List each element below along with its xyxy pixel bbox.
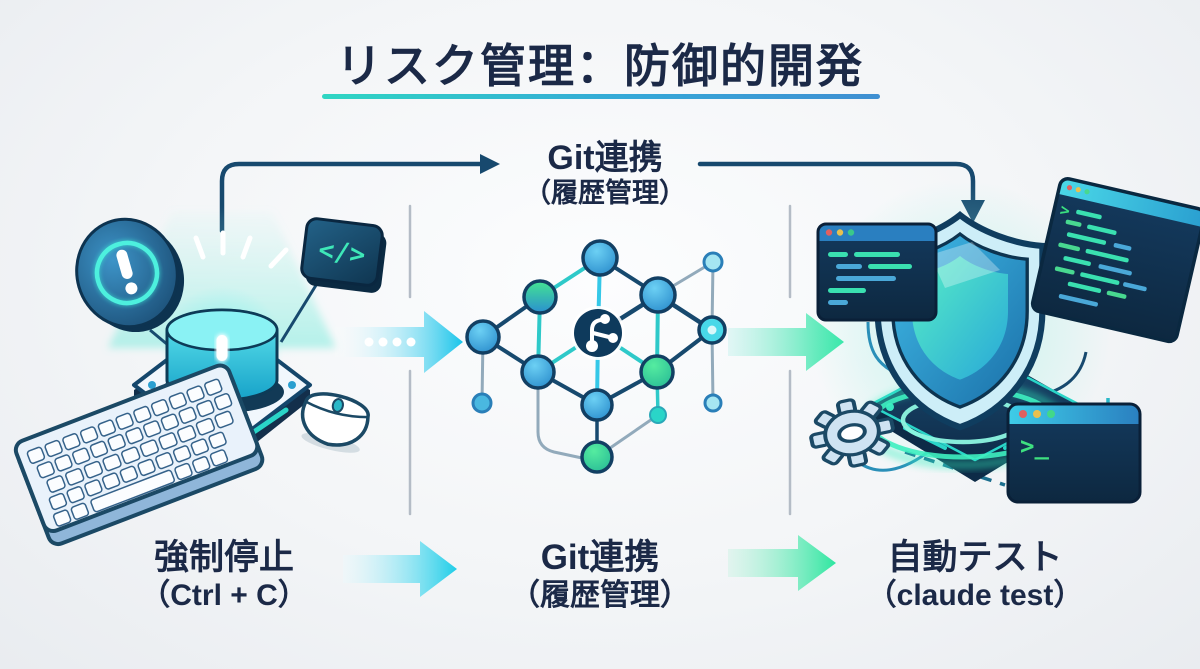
title-underline: [322, 94, 880, 99]
keyboard-keys: [26, 378, 234, 527]
step-label-git-integration: Git連携 （履歴管理）: [510, 538, 690, 614]
arrowhead-right-icon: [480, 154, 500, 174]
emergency-stop-scene: </>: [13, 212, 387, 547]
git-network-graph: [465, 239, 727, 474]
arrow-bottom-left-icon: [343, 541, 457, 597]
step-label-force-stop: 強制停止 （Ctrl + C）: [140, 538, 308, 614]
top-flow-label-main: Git連携: [547, 139, 663, 177]
section-dividers: [408, 204, 792, 516]
code-badge-glyph: </>: [317, 235, 367, 271]
keyboard-icon: [13, 363, 265, 547]
flow-connector-stop-to-git: [219, 161, 483, 234]
terminal-prompt: >_: [1020, 432, 1049, 460]
arrow-bottom-right-icon: [728, 535, 836, 591]
arrow-stop-to-git-icon: [335, 311, 463, 373]
tilted-code-window-icon: >: [1030, 176, 1200, 344]
network-nodes: [465, 239, 727, 474]
step-label-sub: （履歴管理）: [510, 578, 690, 612]
code-badge-icon: </>: [300, 217, 387, 293]
tilted-window-prompt: >: [1058, 200, 1072, 221]
mouse-icon: [300, 392, 370, 453]
step-label-main: 自動テスト: [887, 538, 1063, 577]
gear-icon: [809, 398, 895, 468]
code-window-icon: [816, 222, 938, 322]
step-label-sub: （claude test）: [866, 578, 1084, 612]
git-branch-icon: [571, 306, 625, 360]
step-label-auto-test: 自動テスト （claude test）: [866, 538, 1084, 614]
shield-test-scene: >: [809, 176, 1200, 504]
step-label-main: Git連携: [540, 538, 660, 577]
terminal-window-icon: >_: [1006, 402, 1142, 504]
top-flow-label-sub: （履歴管理）: [524, 178, 686, 209]
top-flow-label: Git連携 （履歴管理）: [524, 139, 686, 210]
shield-icon: [878, 215, 1043, 427]
warning-coin-icon: [75, 217, 185, 333]
dashed-line-diagonal: [904, 450, 1006, 487]
page-title: リスク管理：防御的開発: [336, 40, 864, 92]
step-label-sub: （Ctrl + C）: [140, 578, 308, 612]
step-label-main: 強制停止: [153, 538, 294, 577]
